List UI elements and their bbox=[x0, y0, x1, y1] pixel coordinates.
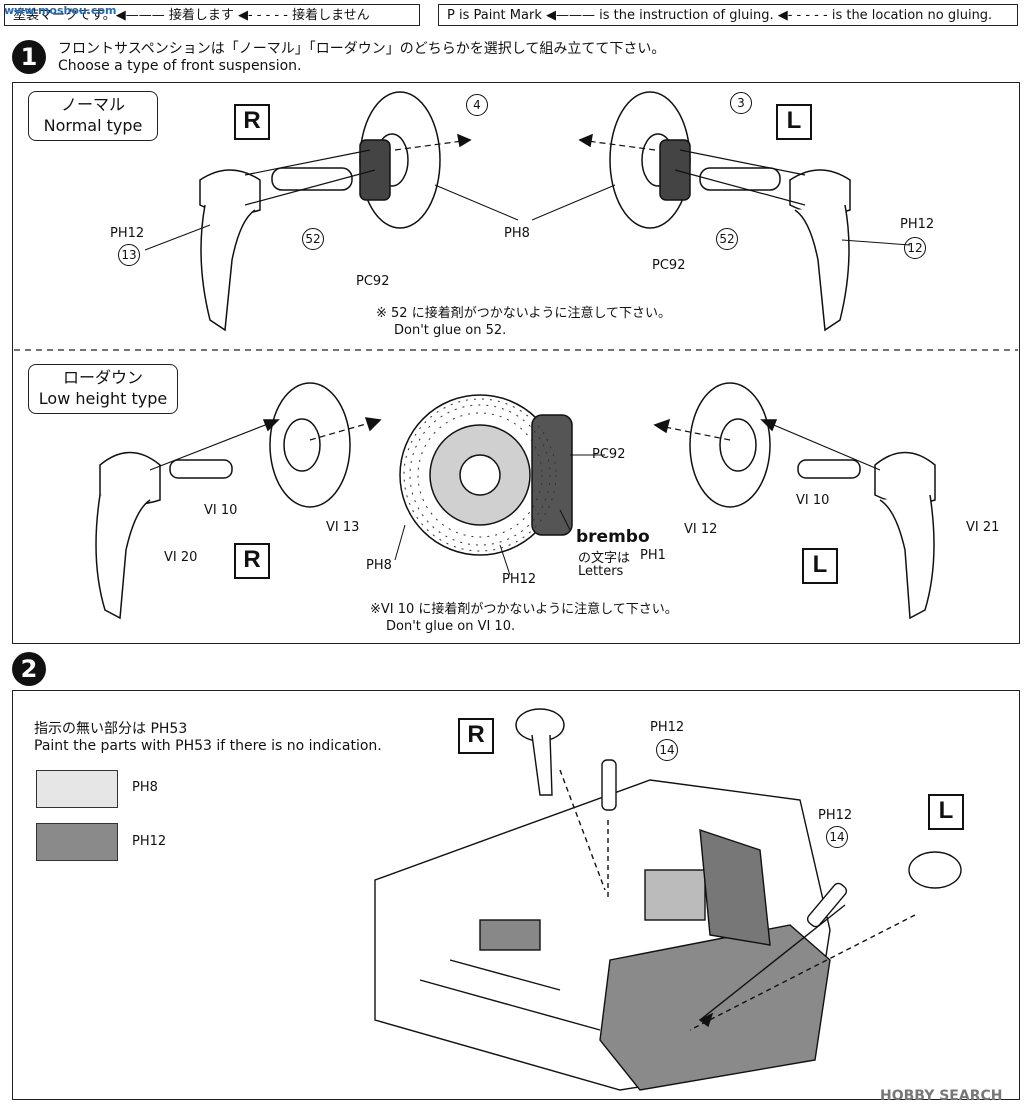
paint-ph8: PH8 bbox=[504, 226, 530, 241]
normal-side-l: L bbox=[776, 104, 812, 140]
step2-paint-ph12-r: PH12 bbox=[650, 720, 685, 735]
watermark-right: HOBBY SEARCH bbox=[880, 1088, 1003, 1104]
paint-pc92-r: PC92 bbox=[356, 274, 390, 289]
swatch-dark bbox=[36, 823, 118, 861]
part-12: 12 bbox=[904, 237, 926, 259]
normal-note-en: Don't glue on 52. bbox=[394, 323, 507, 338]
swatch-light bbox=[36, 770, 118, 808]
chassis-cooler bbox=[644, 869, 706, 921]
normal-l-assembly bbox=[578, 91, 851, 332]
part-vi10-l: VI 10 bbox=[796, 493, 830, 508]
part-52-l: 52 bbox=[716, 228, 738, 250]
watermark-left: www.moshou.com bbox=[4, 4, 117, 17]
chassis-assembly bbox=[374, 769, 916, 1091]
step-2-note-jp: 指示の無い部分は PH53 bbox=[34, 721, 188, 737]
brembo-jp: の文字は bbox=[578, 551, 631, 566]
step2-side-r: R bbox=[458, 718, 494, 754]
brake-detail-caliper bbox=[531, 414, 573, 536]
low-l-bolt bbox=[797, 459, 861, 479]
step-1-frame bbox=[12, 82, 1020, 644]
part-vi10-r: VI 10 bbox=[204, 503, 238, 518]
part-52-r: 52 bbox=[302, 228, 324, 250]
part-vi21: VI 21 bbox=[966, 520, 1000, 535]
low-r-bolt bbox=[169, 459, 233, 479]
brake-detail bbox=[394, 394, 605, 576]
part-4: 4 bbox=[466, 94, 488, 116]
legend-jp: 塗装マークです。◀——— 接着します ◀- - - - - 接着しません bbox=[4, 4, 420, 26]
normal-l-shaft bbox=[699, 167, 781, 191]
low-side-l: L bbox=[802, 548, 838, 584]
brembo-logo: brembo bbox=[576, 527, 650, 547]
part-vi12: VI 12 bbox=[684, 522, 718, 537]
paint-ph12-r: PH12 bbox=[110, 226, 145, 241]
part-vi20: VI 20 bbox=[164, 550, 198, 565]
paint-pc92-l: PC92 bbox=[652, 258, 686, 273]
normal-type-en: Normal type bbox=[43, 116, 143, 135]
low-type-label: ローダウン Low height type bbox=[28, 364, 178, 414]
low-l-assembly bbox=[653, 382, 936, 620]
paint-pc92-detail: PC92 bbox=[592, 447, 626, 462]
normal-r-shaft bbox=[271, 167, 353, 191]
normal-r-assembly bbox=[199, 91, 472, 332]
brake-detail-center bbox=[459, 454, 501, 496]
legend-en: P is Paint Mark ◀——— is the instruction … bbox=[438, 4, 1018, 26]
step2-r-shock bbox=[601, 759, 617, 811]
part-vi13: VI 13 bbox=[326, 520, 360, 535]
chassis-engine-block bbox=[479, 919, 541, 951]
low-note-jp: ※VI 10 に接着剤がつかないように注意して下さい。 bbox=[370, 602, 678, 617]
low-type-jp: ローダウン bbox=[62, 368, 143, 387]
normal-note-jp: ※ 52 に接着剤がつかないように注意して下さい。 bbox=[376, 306, 672, 321]
step-1-badge: 1 bbox=[12, 40, 46, 74]
low-r-knuckle-arm bbox=[95, 494, 151, 620]
brembo-ph1: PH1 bbox=[640, 548, 666, 563]
low-side-r: R bbox=[234, 543, 270, 579]
step-2-badge: 2 bbox=[12, 652, 46, 686]
low-l-hub bbox=[719, 418, 757, 472]
legend-en-text: P is Paint Mark ◀——— is the instruction … bbox=[447, 8, 993, 23]
step-1-instruction-en: Choose a type of front suspension. bbox=[58, 58, 302, 74]
step-2-note-en: Paint the parts with PH53 if there is no… bbox=[34, 738, 382, 754]
low-l-knuckle-arm bbox=[879, 494, 935, 620]
part-13: 13 bbox=[118, 244, 140, 266]
step2-l-hub bbox=[908, 851, 962, 889]
low-r-assembly bbox=[95, 382, 382, 620]
normal-leaders bbox=[144, 184, 911, 251]
paint-ph12-detail: PH12 bbox=[502, 572, 537, 587]
step2-side-l: L bbox=[928, 794, 964, 830]
normal-r-knuckle-arm bbox=[200, 204, 256, 332]
swatch-dark-label: PH12 bbox=[132, 834, 167, 849]
step2-part-14-l: 14 bbox=[826, 826, 848, 848]
step2-part-14-r: 14 bbox=[656, 739, 678, 761]
legend-jp-text: 塗装マークです。◀——— 接着します ◀- - - - - 接着しません bbox=[13, 8, 370, 23]
normal-l-knuckle-arm bbox=[794, 204, 850, 332]
step-1-instruction-jp: フロントサスペンションは「ノーマル」「ローダウン」のどちらかを選択して組み立てて… bbox=[58, 41, 666, 57]
paint-ph8-detail: PH8 bbox=[366, 558, 392, 573]
normal-side-r: R bbox=[234, 104, 270, 140]
low-type-en: Low height type bbox=[38, 389, 168, 408]
step2-r-arm bbox=[531, 734, 553, 796]
normal-type-jp: ノーマル bbox=[60, 95, 125, 114]
low-note-en: Don't glue on VI 10. bbox=[386, 619, 516, 634]
normal-type-label: ノーマル Normal type bbox=[28, 91, 158, 141]
paint-ph12-l: PH12 bbox=[900, 217, 935, 232]
step2-l-shock bbox=[806, 882, 848, 928]
chassis-firewall bbox=[699, 828, 771, 946]
step2-paint-ph12-l: PH12 bbox=[818, 808, 853, 823]
swatch-light-label: PH8 bbox=[132, 780, 158, 795]
low-r-hub bbox=[283, 418, 321, 472]
brembo-en: Letters bbox=[578, 564, 624, 579]
part-3: 3 bbox=[730, 92, 752, 114]
step-2-frame bbox=[12, 690, 1020, 1100]
step2-parts bbox=[515, 708, 962, 928]
